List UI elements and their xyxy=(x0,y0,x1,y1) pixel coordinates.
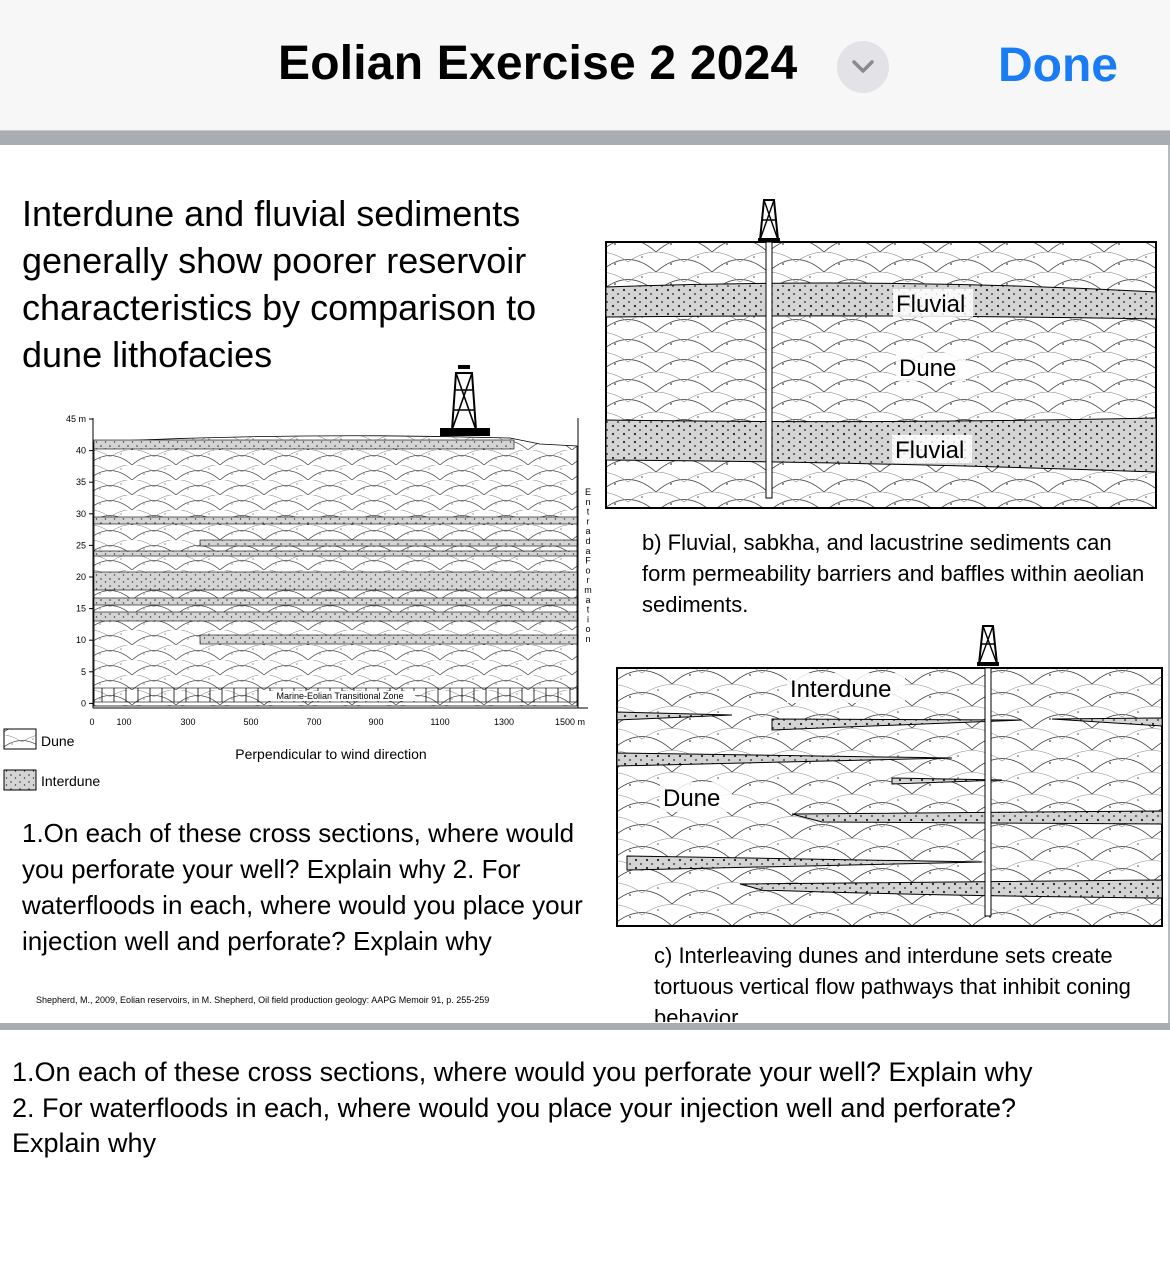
interdune-lens xyxy=(626,855,983,871)
interdune-band xyxy=(93,516,578,525)
citation: Shepherd, M., 2009, Eolian reservoirs, i… xyxy=(36,995,490,1005)
formation-letter: d xyxy=(585,536,590,546)
formation-letter: a xyxy=(585,526,590,536)
figure-b-caption: b) Fluvial, sabkha, and lacustrine sedim… xyxy=(642,530,1145,617)
y-tick-label: 10 xyxy=(76,635,86,645)
fluvial-label: Fluvial xyxy=(896,291,965,318)
x-tick-label: 0 xyxy=(89,717,94,727)
svg-text:Interdune: Interdune xyxy=(41,773,100,789)
y-tick-label: 30 xyxy=(76,509,86,519)
x-tick-label: 900 xyxy=(368,717,383,727)
y-tick-label: 25 xyxy=(76,540,86,550)
y-tick-label: 15 xyxy=(76,604,86,614)
formation-letter: E xyxy=(585,487,591,497)
interdune-band xyxy=(93,439,515,450)
legend-interdune: Interdune xyxy=(3,769,100,791)
figure-c-caption: c) Interleaving dunes and interdune sets… xyxy=(654,943,1131,1022)
y-tick-label: 0 xyxy=(81,698,86,708)
interdune-lens xyxy=(771,718,1023,731)
zone-label: Marine-Eolian Transitional Zone xyxy=(276,691,403,701)
nav-bar: Eolian Exercise 2 2024 Done xyxy=(0,0,1170,131)
figure-c-cross-section: Interdune Dune xyxy=(616,625,1163,927)
fluvial-layer-upper xyxy=(605,282,1157,320)
interdune-band xyxy=(199,634,578,645)
figure-b-cross-section: Fluvial Dune Fluvial xyxy=(605,199,1157,509)
slide-heading: Interdune and fluvial sediments generall… xyxy=(22,193,537,375)
x-tick-labels: 0 100 300 500 700 900 1100 1300 1500 m xyxy=(89,717,585,727)
interdune-band xyxy=(93,550,578,557)
oil-derrick-icon xyxy=(440,365,490,436)
formation-letter: a xyxy=(585,595,590,605)
oil-derrick-icon xyxy=(758,199,780,242)
interdune-lens xyxy=(891,777,1003,785)
formation-letter: m xyxy=(584,585,592,595)
interdune-lens xyxy=(791,810,1163,825)
y-tick-label: 40 xyxy=(76,446,86,456)
y-tick-label: 35 xyxy=(76,477,86,487)
interdune-label: Interdune xyxy=(790,676,891,703)
interdune-swatch-icon xyxy=(3,769,37,791)
formation-letter: F xyxy=(585,556,591,566)
figure-a-cross-section: 45 m 40 35 30 25 20 15 10 5 0 0 100 300 500 700 900 110… xyxy=(3,365,592,791)
chevron-down-icon xyxy=(852,60,874,73)
canvas-divider-top xyxy=(0,131,1170,145)
formation-letter: i xyxy=(587,614,589,624)
slide-questions: 1.On each of these cross sections, where… xyxy=(22,818,583,956)
formation-letter: n xyxy=(585,634,590,644)
interdune-band xyxy=(199,539,578,547)
interdune-lens xyxy=(616,711,733,721)
x-tick-label: 100 xyxy=(116,717,131,727)
interdune-lens xyxy=(1051,717,1163,727)
dune-label: Dune xyxy=(899,355,956,382)
formation-letter: t xyxy=(587,507,590,517)
dune-body xyxy=(93,435,578,707)
formation-letter: r xyxy=(587,516,590,526)
interdune-band xyxy=(93,597,578,606)
x-tick-label: 1100 xyxy=(430,717,449,727)
notes-line: 1.On each of these cross sections, where… xyxy=(12,1057,1033,1087)
x-tick-label: 700 xyxy=(306,717,321,727)
title-menu-button[interactable] xyxy=(837,41,889,93)
dune-label: Dune xyxy=(663,785,720,812)
dune-swatch-icon xyxy=(3,728,37,750)
y-tick-label: 45 m xyxy=(66,414,86,424)
notes-line: Explain why xyxy=(12,1128,157,1158)
formation-letter: o xyxy=(585,565,590,575)
formation-letter: r xyxy=(587,575,590,585)
svg-text:Dune: Dune xyxy=(41,733,75,749)
notes-divider xyxy=(0,1023,1170,1030)
formation-letter: o xyxy=(585,624,590,634)
done-button[interactable]: Done xyxy=(998,39,1118,92)
notes-line: 2. For waterfloods in each, where would … xyxy=(12,1092,1017,1123)
notes-area[interactable]: 1.On each of these cross sections, where… xyxy=(12,1055,1162,1162)
document-title[interactable]: Eolian Exercise 2 2024 xyxy=(278,37,798,90)
interdune-band xyxy=(93,611,578,622)
y-tick-label: 5 xyxy=(81,667,86,677)
y-tick-labels: 45 m 40 35 30 25 20 15 10 5 0 xyxy=(66,414,93,708)
x-tick-label: 1500 m xyxy=(555,717,585,727)
y-tick-label: 20 xyxy=(76,572,86,582)
x-tick-label: 500 xyxy=(243,717,258,727)
x-axis-caption: Perpendicular to wind direction xyxy=(235,746,426,762)
oil-derrick-icon xyxy=(977,625,999,666)
legend-dune: Dune xyxy=(3,728,75,750)
interdune-lens xyxy=(616,752,953,767)
x-tick-label: 1300 xyxy=(494,717,514,727)
formation-letter: n xyxy=(585,497,590,507)
x-tick-label: 300 xyxy=(180,717,195,727)
interdune-band xyxy=(93,571,578,591)
interdune-lens xyxy=(739,879,1163,899)
fluvial-label: Fluvial xyxy=(895,437,964,464)
formation-letter: a xyxy=(585,546,590,556)
formation-letter: t xyxy=(587,605,590,615)
